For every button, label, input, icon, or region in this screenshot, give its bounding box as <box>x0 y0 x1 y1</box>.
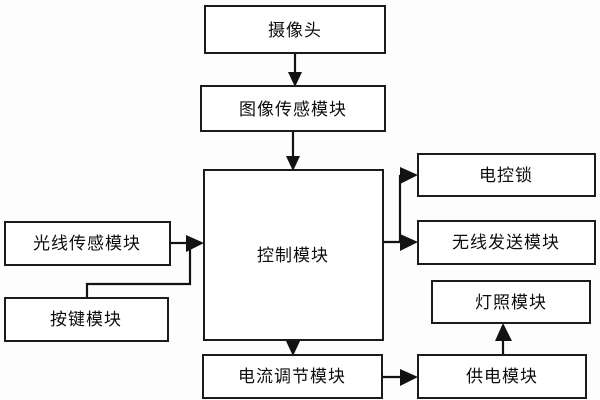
edge-image-sensor-to-control <box>286 131 300 171</box>
node-key-module-label: 按键模块 <box>50 310 122 330</box>
node-camera-label: 摄像头 <box>268 21 322 41</box>
edge-control-to-wireless-tx <box>400 234 418 251</box>
node-power-supply-module-label: 供电模块 <box>466 367 538 387</box>
edge-key-module-to-control <box>85 243 192 298</box>
node-layer: 摄像头 图像传感模块 控制模块 光线传感模块 按键模块 电控锁 <box>4 5 596 399</box>
node-electric-lock[interactable]: 电控锁 <box>417 153 596 197</box>
edge-current-adj-to-power-supply <box>382 369 418 386</box>
edge-control-right-trunk <box>383 175 402 244</box>
node-image-sensing-module[interactable]: 图像传感模块 <box>200 85 386 132</box>
edge-layer <box>85 53 512 386</box>
node-current-adjust-module-label: 电流调节模块 <box>238 367 346 387</box>
edge-control-to-electric-lock <box>400 167 418 184</box>
edge-control-to-current-adj <box>286 340 300 356</box>
node-image-sensing-module-label: 图像传感模块 <box>239 100 347 120</box>
node-light-sensing-module[interactable]: 光线传感模块 <box>4 221 171 266</box>
node-wireless-transmit-module-label: 无线发送模块 <box>452 233 560 253</box>
node-camera[interactable]: 摄像头 <box>204 5 386 54</box>
edge-camera-to-image-sensor <box>288 53 302 87</box>
node-lighting-module-label: 灯照模块 <box>475 293 547 313</box>
node-lighting-module[interactable]: 灯照模块 <box>431 280 591 324</box>
node-key-module[interactable]: 按键模块 <box>4 297 169 342</box>
node-power-supply-module[interactable]: 供电模块 <box>417 354 587 399</box>
node-control-module-label: 控制模块 <box>257 246 329 266</box>
node-wireless-transmit-module[interactable]: 无线发送模块 <box>417 220 596 265</box>
edge-light-sensor-to-control <box>170 235 204 252</box>
edge-power-supply-to-lighting <box>495 323 512 355</box>
node-light-sensing-module-label: 光线传感模块 <box>33 234 141 254</box>
node-current-adjust-module[interactable]: 电流调节模块 <box>202 354 383 399</box>
node-electric-lock-label: 电控锁 <box>479 166 533 186</box>
node-control-module[interactable]: 控制模块 <box>203 169 384 341</box>
